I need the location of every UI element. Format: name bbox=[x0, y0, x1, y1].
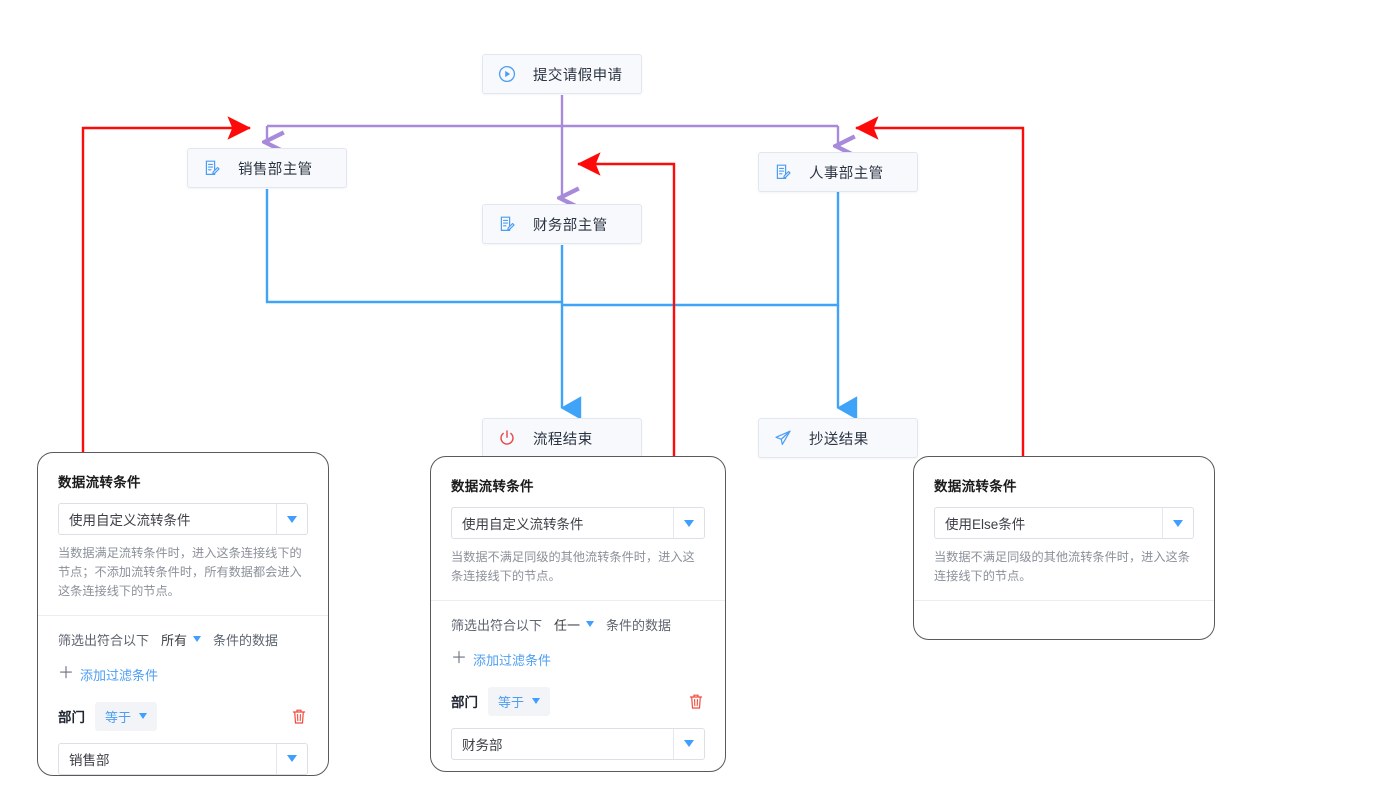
panel-divider bbox=[431, 599, 725, 601]
condition-operator-select[interactable]: 等于 bbox=[95, 701, 158, 731]
condition-value: 销售部 bbox=[69, 752, 110, 768]
chevron-down-icon[interactable] bbox=[1162, 508, 1193, 538]
flow-condition-hint: 当数据满足流转条件时，进入这条连接线下的节点；不添加流转条件时，所有数据都会进入… bbox=[58, 546, 302, 598]
wire-start-bus bbox=[267, 95, 838, 198]
delete-condition-icon[interactable] bbox=[687, 692, 705, 710]
flow-condition-mode-value: 使用Else条件 bbox=[945, 517, 1026, 532]
panel-title: 数据流转条件 bbox=[451, 479, 534, 494]
filter-suffix-label: 条件的数据 bbox=[213, 632, 279, 648]
filter-scope-row: 筛选出符合以下 所有 条件的数据 bbox=[58, 630, 308, 649]
delete-condition-icon[interactable] bbox=[290, 707, 308, 725]
node-start-label: 提交请假申请 bbox=[533, 67, 623, 84]
filter-scope-row: 筛选出符合以下 任一 条件的数据 bbox=[451, 615, 705, 634]
node-process-end-label: 流程结束 bbox=[533, 431, 593, 448]
panel-title: 数据流转条件 bbox=[58, 475, 141, 490]
add-filter-condition-label: 添加过滤条件 bbox=[473, 652, 552, 668]
chevron-down-icon[interactable] bbox=[276, 504, 307, 534]
node-finance-manager-label: 财务部主管 bbox=[533, 217, 608, 234]
flow-condition-mode-select[interactable]: 使用自定义流转条件 bbox=[58, 503, 308, 535]
node-cc-result[interactable]: 抄送结果 bbox=[758, 418, 918, 458]
condition-field-label: 部门 bbox=[451, 695, 478, 711]
condition-operator-value: 等于 bbox=[105, 709, 132, 725]
chevron-down-icon bbox=[139, 713, 148, 720]
chevron-down-icon bbox=[586, 621, 595, 628]
node-process-end[interactable]: 流程结束 bbox=[482, 418, 642, 458]
flow-condition-hint: 当数据不满足同级的其他流转条件时，进入这条连接线下的节点。 bbox=[934, 550, 1190, 583]
flow-condition-mode-value: 使用自定义流转条件 bbox=[462, 517, 584, 532]
add-filter-condition-button[interactable]: ＋ 添加过滤条件 bbox=[58, 665, 158, 684]
condition-value-select[interactable]: 销售部 bbox=[58, 742, 308, 775]
flow-condition-mode-select[interactable]: 使用Else条件 bbox=[934, 507, 1194, 539]
node-sales-manager-label: 销售部主管 bbox=[238, 161, 313, 178]
panel-divider bbox=[38, 614, 328, 616]
filter-suffix-label: 条件的数据 bbox=[606, 617, 672, 633]
play-circle-icon bbox=[497, 64, 517, 84]
condition-row: 部门 等于 bbox=[451, 686, 705, 716]
chevron-down-icon[interactable] bbox=[276, 743, 307, 774]
filter-scope-value: 所有 bbox=[161, 632, 188, 648]
power-off-icon bbox=[497, 428, 517, 448]
filter-scope-select[interactable]: 所有 bbox=[161, 630, 202, 649]
node-sales-manager[interactable]: 销售部主管 bbox=[187, 148, 347, 188]
plus-icon: ＋ bbox=[451, 650, 468, 668]
plus-icon: ＋ bbox=[58, 665, 75, 683]
condition-operator-value: 等于 bbox=[498, 694, 525, 710]
chevron-down-icon bbox=[532, 698, 541, 705]
condition-panel-sales: 数据流转条件 使用自定义流转条件 当数据满足流转条件时，进入这条连接线下的节点；… bbox=[37, 452, 329, 776]
approval-doc-icon bbox=[497, 214, 517, 234]
add-filter-condition-label: 添加过滤条件 bbox=[80, 667, 159, 683]
flow-condition-hint: 当数据不满足同级的其他流转条件时，进入这条连接线下的节点。 bbox=[451, 550, 695, 583]
condition-operator-select[interactable]: 等于 bbox=[488, 686, 551, 716]
condition-value-select[interactable]: 财务部 bbox=[451, 727, 705, 760]
flow-condition-mode-select[interactable]: 使用自定义流转条件 bbox=[451, 507, 705, 539]
chevron-down-icon[interactable] bbox=[673, 508, 704, 538]
filter-prefix-label: 筛选出符合以下 bbox=[58, 632, 150, 648]
condition-value: 财务部 bbox=[462, 737, 503, 753]
chevron-down-icon bbox=[193, 636, 202, 643]
panel-divider bbox=[914, 599, 1214, 601]
condition-panel-else: 数据流转条件 使用Else条件 当数据不满足同级的其他流转条件时，进入这条连接线… bbox=[913, 456, 1215, 640]
condition-field-label: 部门 bbox=[58, 710, 85, 726]
filter-prefix-label: 筛选出符合以下 bbox=[451, 617, 543, 633]
filter-scope-value: 任一 bbox=[554, 617, 581, 633]
node-finance-manager[interactable]: 财务部主管 bbox=[482, 204, 642, 244]
flow-condition-mode-value: 使用自定义流转条件 bbox=[69, 513, 191, 528]
approval-doc-icon bbox=[202, 158, 222, 178]
condition-row: 部门 等于 bbox=[58, 701, 308, 731]
panel-title: 数据流转条件 bbox=[934, 479, 1017, 494]
node-start[interactable]: 提交请假申请 bbox=[482, 54, 642, 94]
condition-panel-finance: 数据流转条件 使用自定义流转条件 当数据不满足同级的其他流转条件时，进入这条连接… bbox=[430, 456, 726, 772]
node-cc-result-label: 抄送结果 bbox=[809, 431, 869, 448]
node-hr-manager[interactable]: 人事部主管 bbox=[758, 152, 918, 192]
chevron-down-icon[interactable] bbox=[673, 728, 704, 759]
node-hr-manager-label: 人事部主管 bbox=[809, 165, 884, 182]
add-filter-condition-button[interactable]: ＋ 添加过滤条件 bbox=[451, 650, 551, 669]
filter-scope-select[interactable]: 任一 bbox=[554, 615, 595, 634]
send-plane-icon bbox=[773, 428, 793, 448]
approval-doc-icon bbox=[773, 162, 793, 182]
